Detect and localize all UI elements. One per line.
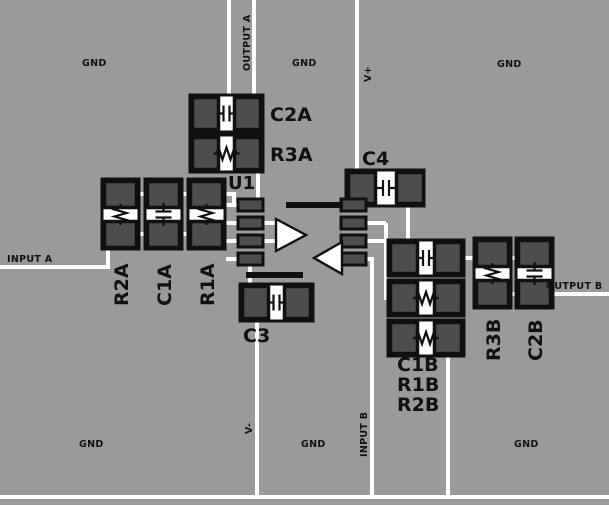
u1-left-pin-stubs [226, 203, 240, 261]
pad-right [432, 240, 464, 276]
component-r3a [188, 133, 265, 174]
net-label-gnd-bottom-mid: GND [301, 439, 326, 450]
capacitor-symbol [155, 203, 172, 226]
capacitor-symbol [266, 294, 287, 311]
net-label-gnd-top-mid: GND [292, 58, 317, 69]
component-r3b [472, 236, 513, 310]
component-c1b [386, 238, 466, 278]
resistor-symbol [482, 263, 503, 284]
silkscreen-bar-bottom [246, 272, 303, 278]
capacitor-symbol [216, 105, 237, 122]
capacitor-symbol [416, 250, 436, 266]
ic-pad-1 [236, 197, 265, 213]
resistor-symbol [110, 204, 131, 225]
pad-right [232, 95, 263, 132]
label-r2b: R2B [397, 394, 439, 416]
component-c2a [188, 93, 265, 134]
label-c2b: C2B [525, 319, 547, 361]
net-label-v-plus: V+ [363, 66, 374, 82]
net-label-gnd-bottom-left: GND [79, 439, 104, 450]
pad-left [240, 284, 271, 321]
net-label-gnd-bottom-right: GND [514, 439, 539, 450]
resistor-symbol [413, 288, 439, 308]
component-r2a [100, 177, 141, 251]
label-u1: U1 [228, 173, 255, 194]
label-r1b: R1B [397, 374, 439, 396]
pad-bottom [188, 219, 225, 250]
pad-left [388, 240, 420, 276]
pad-right [394, 170, 426, 206]
ic-pad-6 [339, 233, 368, 249]
resistor-symbol [413, 328, 439, 348]
pad-bottom [102, 219, 139, 250]
reference-labels: C2A R3A U1 C4 C3 C1B R1B R2B R2A C1A R1A… [111, 104, 547, 416]
ic-pad-2 [236, 215, 265, 231]
net-label-input-b: INPUT B [359, 412, 370, 457]
capacitor-symbol [376, 180, 396, 196]
pad-bottom [474, 278, 511, 309]
component-r2b [386, 318, 466, 358]
label-c1a: C1A [154, 264, 176, 306]
component-u1 [236, 197, 368, 278]
net-label-input-a: INPUT A [7, 254, 53, 265]
pad-top [102, 179, 139, 210]
pad-right [432, 280, 464, 316]
label-c2a: C2A [270, 104, 312, 126]
net-label-gnd-top-left: GND [82, 58, 107, 69]
net-label-output-a: OUTPUT A [242, 14, 253, 71]
opamp-a-symbol [274, 217, 309, 253]
pad-top [474, 238, 511, 269]
ic-pad-8 [339, 197, 368, 213]
label-r1a: R1A [197, 263, 219, 306]
label-c4: C4 [362, 148, 389, 170]
component-c4 [344, 168, 426, 208]
label-c3: C3 [243, 325, 270, 347]
label-c1b: C1B [397, 354, 439, 376]
ic-pad-3 [236, 233, 265, 249]
pad-left [190, 95, 221, 132]
ic-pad-5 [339, 251, 368, 267]
label-r3a: R3A [270, 144, 313, 166]
net-label-output-b: OUTPUT B [546, 281, 602, 292]
net-label-v-minus: V- [244, 423, 255, 434]
label-r3b: R3B [483, 319, 505, 361]
ic-pad-4 [236, 251, 265, 267]
ic-pad-7 [339, 215, 368, 231]
silkscreen-bar-top [286, 202, 343, 208]
pad-left [388, 280, 420, 316]
opamp-b-symbol [311, 239, 344, 277]
net-labels: OUTPUT A V+ INPUT A V- INPUT B OUTPUT B … [7, 14, 602, 457]
capacitor-symbol [526, 262, 543, 285]
component-c3 [238, 282, 315, 323]
component-c1a [143, 177, 184, 251]
component-r1a [186, 177, 227, 251]
pad-right [432, 320, 464, 356]
pad-top [188, 179, 225, 210]
resistor-symbol [213, 144, 240, 163]
net-label-gnd-top-right: GND [497, 59, 522, 70]
label-r2a: R2A [111, 263, 133, 306]
component-r1b [386, 278, 466, 318]
component-c2b [514, 236, 555, 310]
pad-right [282, 284, 313, 321]
resistor-symbol [196, 204, 217, 225]
